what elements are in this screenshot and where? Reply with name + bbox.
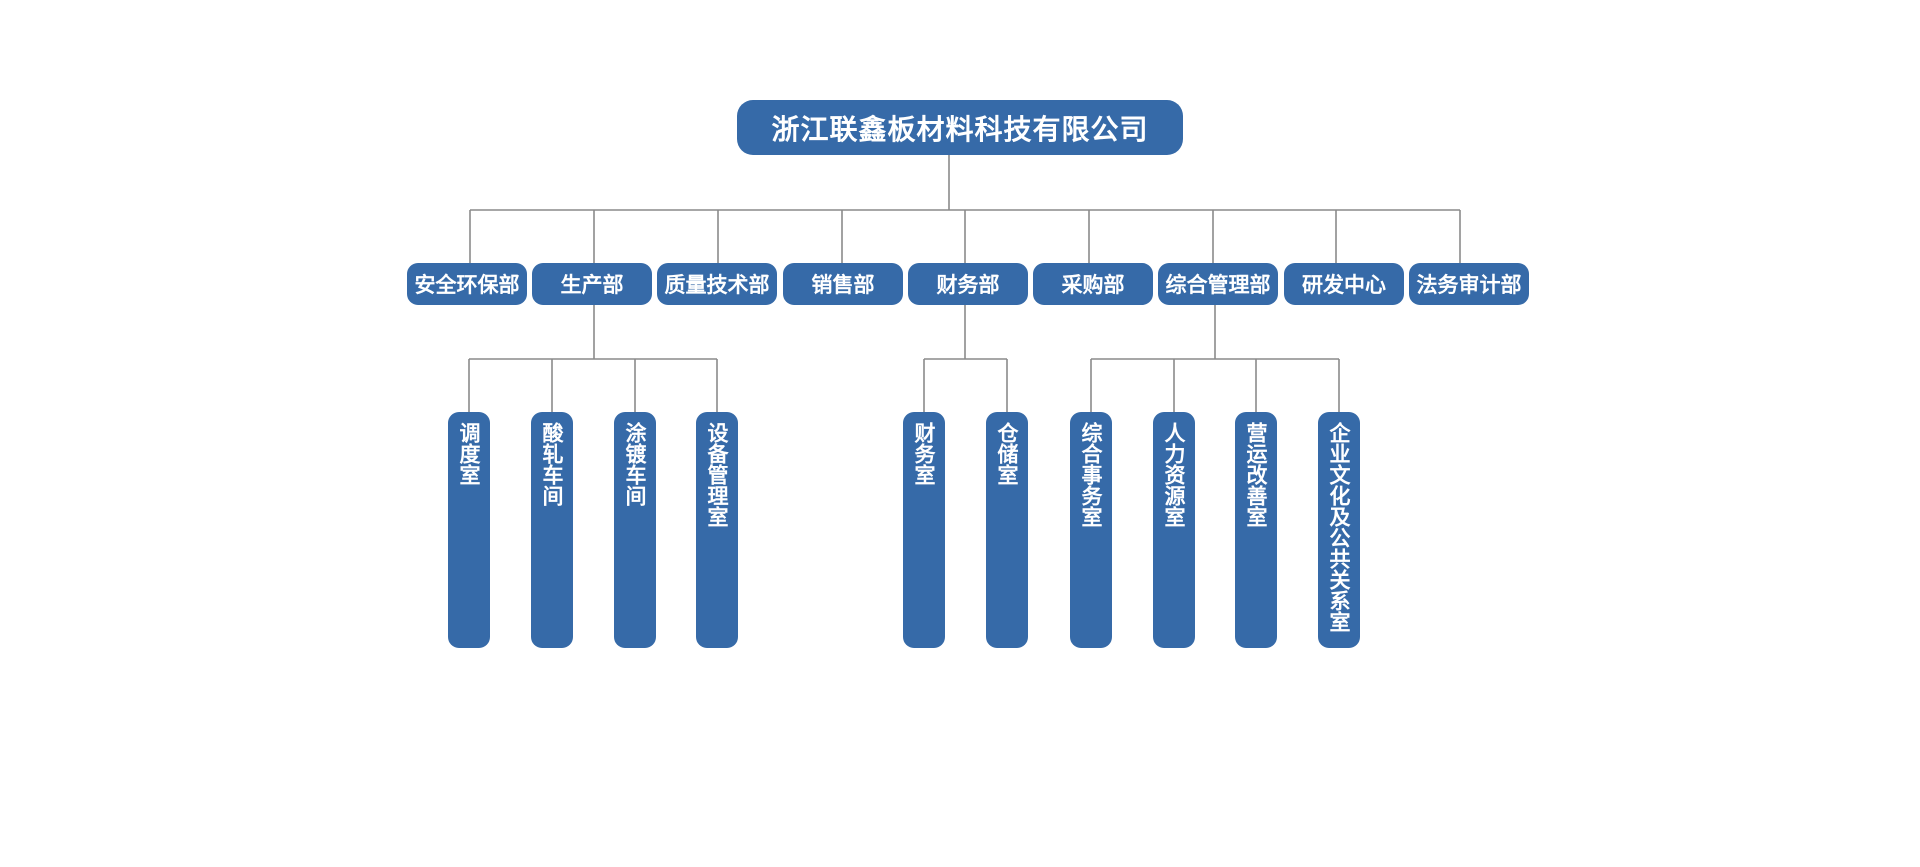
dept-safety-environment: 安全环保部	[407, 263, 527, 305]
unit-coating-workshop: 涂镀车间	[614, 412, 656, 648]
unit-equipment-management-room: 设备管理室	[696, 412, 738, 648]
unit-corporate-culture-pr-room: 企业文化及公共关系室	[1318, 412, 1360, 648]
unit-storage-room: 仓储室	[986, 412, 1028, 648]
dept-rd-center: 研发中心	[1284, 263, 1404, 305]
unit-operations-improvement-room: 营运改善室	[1235, 412, 1277, 648]
dept-general-management: 综合管理部	[1158, 263, 1278, 305]
dept-procurement: 采购部	[1033, 263, 1153, 305]
unit-dispatch-room: 调度室	[448, 412, 490, 648]
unit-human-resources-room: 人力资源室	[1153, 412, 1195, 648]
unit-finance-room: 财务室	[903, 412, 945, 648]
dept-finance: 财务部	[908, 263, 1028, 305]
dept-legal-audit: 法务审计部	[1409, 263, 1529, 305]
dept-production: 生产部	[532, 263, 652, 305]
company-root-node: 浙江联鑫板材料科技有限公司	[737, 100, 1183, 155]
unit-pickling-rolling-workshop: 酸轧车间	[531, 412, 573, 648]
unit-general-affairs-room: 综合事务室	[1070, 412, 1112, 648]
dept-quality-technology: 质量技术部	[657, 263, 777, 305]
dept-sales: 销售部	[783, 263, 903, 305]
